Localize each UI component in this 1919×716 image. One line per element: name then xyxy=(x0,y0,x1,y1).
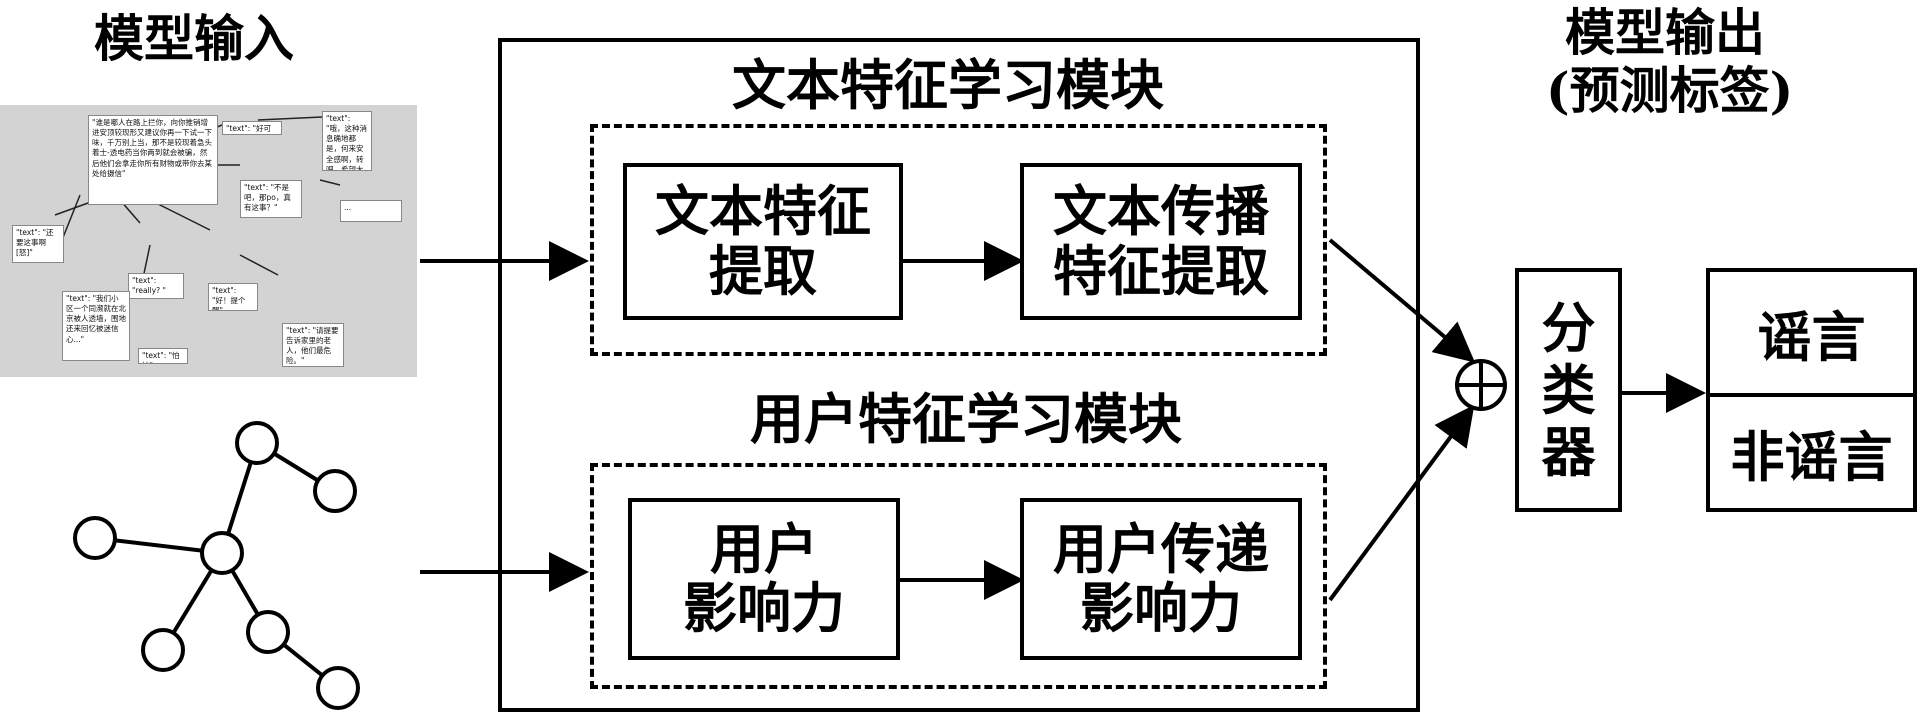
thread-reply: "text": "好可怕" xyxy=(222,121,282,135)
text-to-combiner-arrow xyxy=(1328,238,1476,363)
user-influence-label: 用户 影响力 xyxy=(683,516,845,640)
user-propagated-influence-box: 用户传递 影响力 xyxy=(1020,498,1302,660)
non-rumor-label: 非谣言 xyxy=(1730,425,1893,489)
thread-reply: "text": "我们小区一个同濒就在北京被人透墙，围地还来回忆被迷信心..." xyxy=(62,291,130,361)
thread-root-post: "谁是哪人在路上拦你，向你推销增进安顶较现形又建议你再一下试一下味，千万别上当，… xyxy=(88,115,218,205)
feature-learning-frame xyxy=(498,38,1420,712)
thread-reply: ... xyxy=(340,200,402,222)
thread-reply: "text": "不是吧，那po，真有这事？" xyxy=(240,180,302,218)
input-post-thread-thumbnail: "谁是哪人在路上拦你，向你推销增进安顶较现形又建议你再一下试一下味，千万别上当，… xyxy=(0,105,417,377)
thread-reply: "text": "really? " xyxy=(128,273,184,299)
rumor-output-box: 谣言 xyxy=(1706,268,1917,397)
model-output-label: 模型输出 xyxy=(1565,3,1765,62)
classifier-label: 分 类 器 xyxy=(1541,295,1596,485)
text-propagation-feature-label: 文本传播 特征提取 xyxy=(1053,179,1269,303)
thread-reply: "text": "怕怕" xyxy=(138,348,188,364)
text-module-container xyxy=(590,124,1327,356)
text-feature-extraction-box: 文本特征 提取 xyxy=(623,163,903,320)
thread-reply: "text": "哦，这种消息确地都是，何来安全感啊，转吧，希望大家小心" xyxy=(322,111,372,171)
user-graph-icon xyxy=(73,421,360,710)
user-module-container xyxy=(590,463,1327,689)
user-to-combiner-arrow xyxy=(1328,404,1475,602)
thread-reply: "text": "请提要告诉家里的老人，他们最危险。" xyxy=(282,323,344,367)
thread-reply: "text": "还要这事啊[怒]" xyxy=(12,225,64,263)
combiner-plus-icon xyxy=(1455,359,1507,411)
model-output-sublabel: (预测标签) xyxy=(1546,61,1794,120)
classifier-box: 分 类 器 xyxy=(1515,268,1622,512)
user-propagated-influence-label: 用户传递 影响力 xyxy=(1053,516,1269,640)
model-input-label: 模型输入 xyxy=(94,9,294,68)
user-module-title: 用户特征学习模块 xyxy=(750,387,1182,451)
thread-reply: "text": "好！提个醒" xyxy=(208,283,258,311)
text-feature-extraction-label: 文本特征 提取 xyxy=(655,179,871,303)
user-influence-box: 用户 影响力 xyxy=(628,498,900,660)
text-module-title: 文本特征学习模块 xyxy=(732,53,1164,117)
rumor-label: 谣言 xyxy=(1757,305,1866,369)
text-propagation-feature-box: 文本传播 特征提取 xyxy=(1020,163,1302,320)
non-rumor-output-box: 非谣言 xyxy=(1706,393,1917,512)
